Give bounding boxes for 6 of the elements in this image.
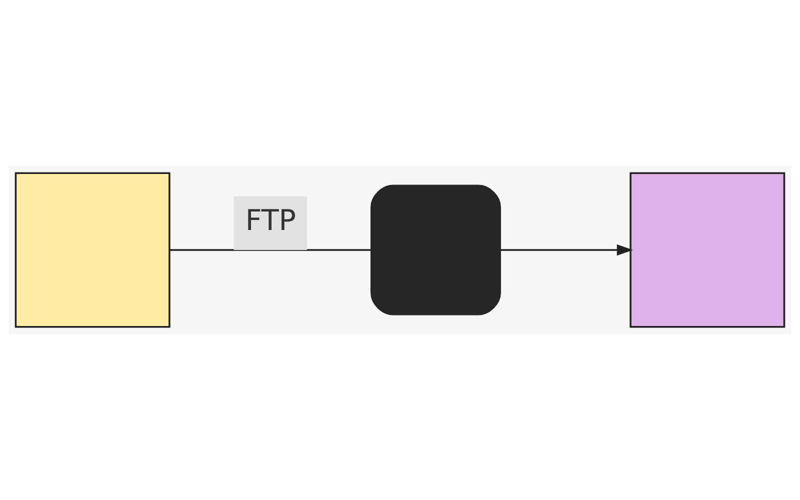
node-box	[630, 172, 786, 328]
edge-label: FTP	[245, 202, 296, 237]
node-box	[14, 172, 170, 328]
arrow	[500, 244, 633, 256]
node-box	[370, 184, 501, 316]
connector	[170, 249, 372, 251]
